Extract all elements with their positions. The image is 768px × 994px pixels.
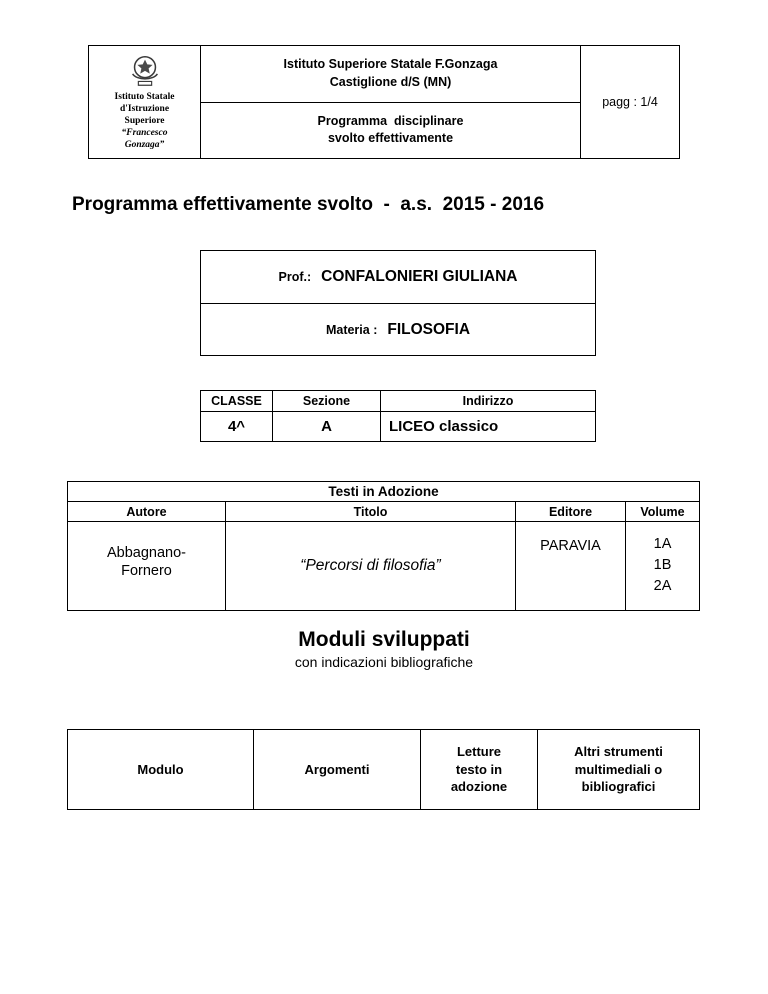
institute-name: Istituto Superiore Statale F.Gonzaga [283,57,498,72]
modules-table-header-row: Modulo Argomenti Letture testo in adozio… [67,729,700,810]
adoption-header-titolo: Titolo [226,502,516,521]
document-header-table: Istituto Statale d'Istruzione Superiore … [88,45,680,159]
class-header-indirizzo: Indirizzo [462,394,514,408]
document-type-line1: Programma disciplinare [317,113,464,128]
modules-subtitle: con indicazioni bibliografiche [294,654,474,670]
modules-header-argomenti: Argomenti [254,730,421,809]
modules-title: Moduli sviluppati [298,628,470,651]
class-value-sezione: A [273,412,381,441]
adopted-texts-data-row: Abbagnano- Fornero “Percorsi di filosofi… [68,522,699,610]
adoption-value-volume: 1A 1B 2A [653,536,672,595]
document-type-block: Programma disciplinare svolto effettivam… [201,103,580,159]
school-emblem-icon [131,56,158,87]
class-header-sezione: Sezione [273,391,381,411]
class-value-classe: 4^ [201,412,273,441]
logo-name-line1: “Francesco [121,127,168,138]
subject-row: Materia : FILOSOFIA [201,303,595,355]
teacher-name: CONFALONIERI GIULIANA [321,268,518,285]
adoption-value-editore: PARAVIA [516,522,626,610]
logo-text-line3: Superiore [124,116,165,127]
institute-title-block: Istituto Superiore Statale F.Gonzaga Cas… [201,46,580,103]
subject-label: Materia : [325,322,378,337]
adopted-texts-table: Testi in Adozione Autore Titolo Editore … [67,481,700,611]
modules-header-letture: Letture testo in adozione [421,730,538,809]
teacher-row: Prof.: CONFALONIERI GIULIANA [201,251,595,303]
logo-text-line1: Istituto Statale [114,92,175,103]
institute-location: Castiglione d/S (MN) [329,74,452,89]
page-title: Programma effettivamente svolto - a.s. 2… [72,194,545,215]
logo-name-line2: Gonzaga” [124,139,165,150]
adoption-header-editore: Editore [516,502,626,521]
class-value-indirizzo: LICEO classico [389,418,499,435]
subject-name: FILOSOFIA [387,320,471,338]
class-table-data-row: 4^ A LICEO classico [201,412,595,441]
adoption-value-titolo: “Percorsi di filosofia” [226,522,516,610]
modules-header-altri-strumenti: Altri strumenti multimediali o bibliogra… [574,744,663,795]
adoption-value-autore: Abbagnano- Fornero [68,522,226,610]
adopted-texts-header-row: Autore Titolo Editore Volume [68,502,699,522]
logo-text-line2: d'Istruzione [119,104,170,115]
modules-header-modulo: Modulo [68,730,254,809]
adoption-header-autore: Autore [68,502,226,521]
class-header-classe: CLASSE [201,391,273,411]
class-table-header-row: CLASSE Sezione Indirizzo [201,391,595,412]
document-type-line2: svolto effettivamente [327,131,454,146]
teacher-subject-table: Prof.: CONFALONIERI GIULIANA Materia : F… [200,250,596,356]
adopted-texts-title: Testi in Adozione [68,482,699,502]
adoption-header-volume: Volume [640,504,685,519]
class-table: CLASSE Sezione Indirizzo 4^ A LICEO clas… [200,390,596,442]
header-center-cell: Istituto Superiore Statale F.Gonzaga Cas… [201,46,580,158]
page-count: pagg : 1/4 [580,46,679,158]
modules-heading-block: Moduli sviluppati con indicazioni biblio… [0,628,768,670]
logo-cell: Istituto Statale d'Istruzione Superiore … [89,46,201,158]
teacher-label: Prof.: [278,270,312,284]
